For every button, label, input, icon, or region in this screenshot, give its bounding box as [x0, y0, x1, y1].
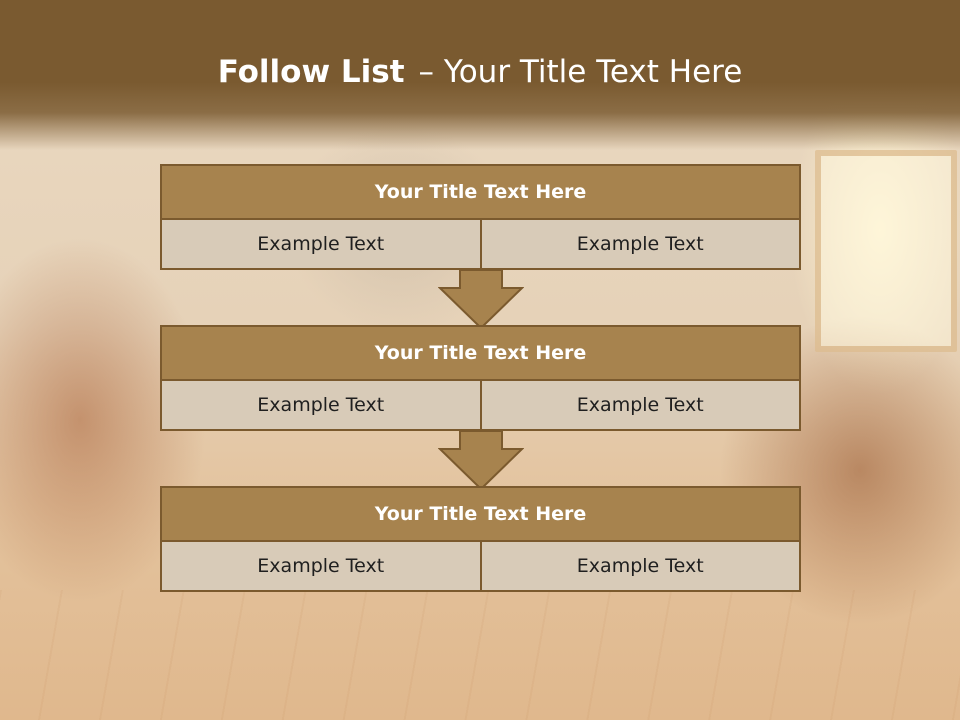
list-block-3: Your Title Text Here Example Text Exampl…: [160, 486, 801, 592]
block-cell-left: Example Text: [160, 220, 482, 270]
block-cell-left: Example Text: [160, 542, 482, 592]
block-row: Example Text Example Text: [160, 220, 801, 270]
block-cell-right: Example Text: [481, 381, 801, 431]
down-arrow-icon: [438, 270, 524, 330]
list-block-1: Your Title Text Here Example Text Exampl…: [160, 164, 801, 270]
list-block-2: Your Title Text Here Example Text Exampl…: [160, 325, 801, 431]
block-cell-left: Example Text: [160, 381, 482, 431]
block-title: Your Title Text Here: [160, 164, 801, 220]
block-title: Your Title Text Here: [160, 486, 801, 542]
down-arrow-icon: [438, 431, 524, 491]
slide-title: Follow List – Your Title Text Here: [0, 54, 960, 90]
slide-title-rest: – Your Title Text Here: [418, 54, 743, 90]
block-cell-right: Example Text: [481, 542, 801, 592]
block-row: Example Text Example Text: [160, 542, 801, 592]
block-title: Your Title Text Here: [160, 325, 801, 381]
slide-title-bold: Follow List: [217, 54, 405, 90]
header-band: [0, 0, 960, 150]
background-window: [815, 150, 957, 352]
block-row: Example Text Example Text: [160, 381, 801, 431]
background-floor: [0, 590, 960, 720]
block-cell-right: Example Text: [481, 220, 801, 270]
